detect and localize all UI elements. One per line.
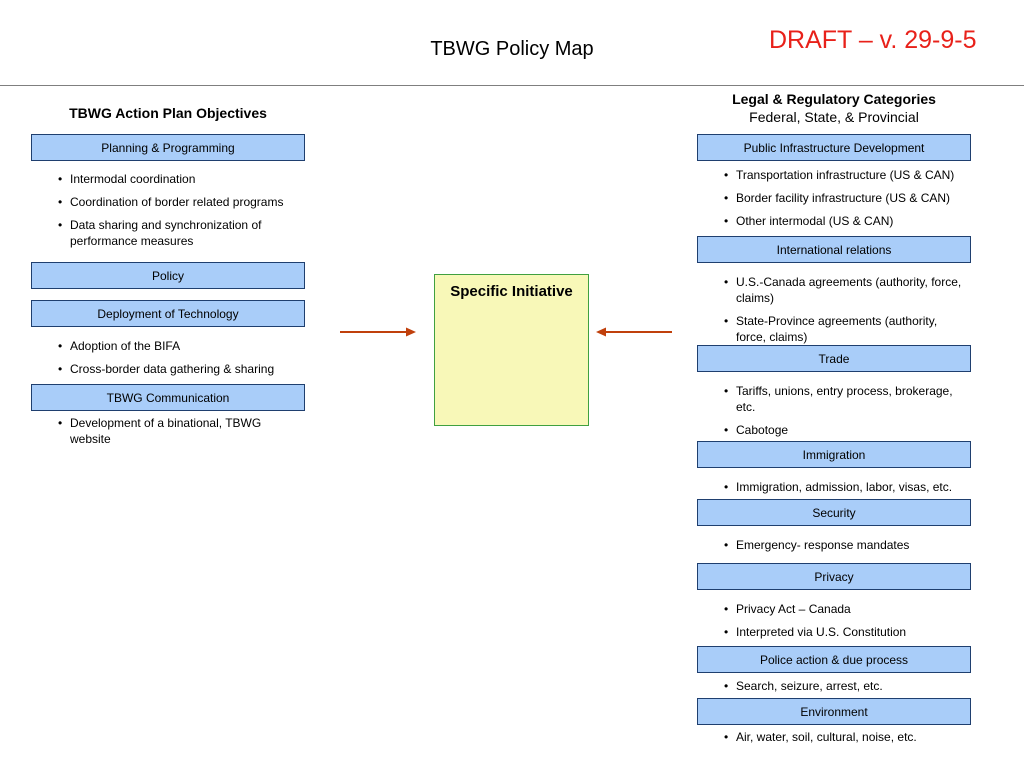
- bullet-item: Transportation infrastructure (US & CAN): [722, 167, 982, 183]
- category-label: Security: [812, 505, 856, 520]
- bullet-item: Adoption of the BIFA: [56, 338, 306, 354]
- planning-bullets: Intermodal coordination Coordination of …: [56, 171, 306, 249]
- bullet-item: Intermodal coordination: [56, 171, 306, 187]
- category-public-infrastructure: Public Infrastructure Development: [697, 134, 971, 161]
- bullet-item: U.S.-Canada agreements (authority, force…: [722, 274, 970, 306]
- left-arrow: [340, 327, 416, 337]
- bullet-item: Immigration, admission, labor, visas, et…: [722, 479, 982, 495]
- category-label: Privacy: [814, 569, 854, 584]
- specific-initiative-label: Specific Initiative: [450, 283, 573, 300]
- international-bullets: U.S.-Canada agreements (authority, force…: [722, 274, 970, 345]
- bullet-item: Air, water, soil, cultural, noise, etc.: [722, 729, 982, 745]
- objective-policy: Policy: [31, 262, 305, 289]
- bullet-item: Privacy Act – Canada: [722, 601, 982, 617]
- bullet-item: Coordination of border related programs: [56, 194, 306, 210]
- objective-label: Policy: [151, 268, 184, 283]
- title-divider: [0, 85, 1024, 86]
- bullet-item: Search, seizure, arrest, etc.: [722, 678, 982, 694]
- trade-bullets: Tariffs, unions, entry process, brokerag…: [722, 383, 972, 438]
- category-label: Environment: [800, 704, 868, 719]
- bullet-item: Emergency- response mandates: [722, 537, 982, 553]
- category-police-action: Police action & due process: [697, 646, 971, 673]
- environment-bullets: Air, water, soil, cultural, noise, etc.: [722, 729, 982, 745]
- category-label: Public Infrastructure Development: [743, 140, 925, 155]
- technology-bullets: Adoption of the BIFA Cross-border data g…: [56, 338, 306, 377]
- objective-label: Deployment of Technology: [97, 306, 239, 321]
- bullet-item: Cross-border data gathering & sharing: [56, 361, 306, 377]
- bullet-item: Other intermodal (US & CAN): [722, 213, 982, 229]
- category-label: Immigration: [802, 447, 866, 462]
- objective-label: Planning & Programming: [101, 140, 235, 155]
- bullet-item: Cabotoge: [722, 422, 972, 438]
- objective-tbwg-communication: TBWG Communication: [31, 384, 305, 411]
- objective-label: TBWG Communication: [106, 390, 230, 405]
- category-label: Police action & due process: [759, 652, 909, 667]
- bullet-item: Border facility infrastructure (US & CAN…: [722, 190, 982, 206]
- bullet-item: Interpreted via U.S. Constitution: [722, 624, 982, 640]
- privacy-bullets: Privacy Act – Canada Interpreted via U.S…: [722, 601, 982, 640]
- bullet-item: Data sharing and synchronization of perf…: [56, 217, 306, 249]
- bullet-item: Tariffs, unions, entry process, brokerag…: [722, 383, 972, 415]
- objective-deployment-technology: Deployment of Technology: [31, 300, 305, 327]
- category-immigration: Immigration: [697, 441, 971, 468]
- police-bullets: Search, seizure, arrest, etc.: [722, 678, 982, 694]
- specific-initiative-box: Specific Initiative: [434, 274, 589, 426]
- page-title: TBWG Policy Map: [430, 38, 594, 60]
- security-bullets: Emergency- response mandates: [722, 537, 982, 553]
- communication-bullets: Development of a binational, TBWG websit…: [56, 415, 286, 447]
- right-arrow: [596, 327, 672, 337]
- category-privacy: Privacy: [697, 563, 971, 590]
- category-label: International relations: [776, 242, 892, 257]
- bullet-item: Development of a binational, TBWG websit…: [56, 415, 286, 447]
- objective-planning-programming: Planning & Programming: [31, 134, 305, 161]
- category-environment: Environment: [697, 698, 971, 725]
- bullet-item: State-Province agreements (authority, fo…: [722, 313, 970, 345]
- category-trade: Trade: [697, 345, 971, 372]
- category-international-relations: International relations: [697, 236, 971, 263]
- left-column-heading: TBWG Action Plan Objectives: [69, 105, 267, 121]
- immigration-bullets: Immigration, admission, labor, visas, et…: [722, 479, 982, 495]
- right-column-subheading: Federal, State, & Provincial: [749, 109, 919, 125]
- right-column-heading: Legal & Regulatory Categories: [732, 91, 936, 107]
- infrastructure-bullets: Transportation infrastructure (US & CAN)…: [722, 167, 982, 229]
- category-security: Security: [697, 499, 971, 526]
- category-label: Trade: [818, 351, 850, 366]
- draft-version-label: DRAFT – v. 29-9-5: [769, 26, 977, 54]
